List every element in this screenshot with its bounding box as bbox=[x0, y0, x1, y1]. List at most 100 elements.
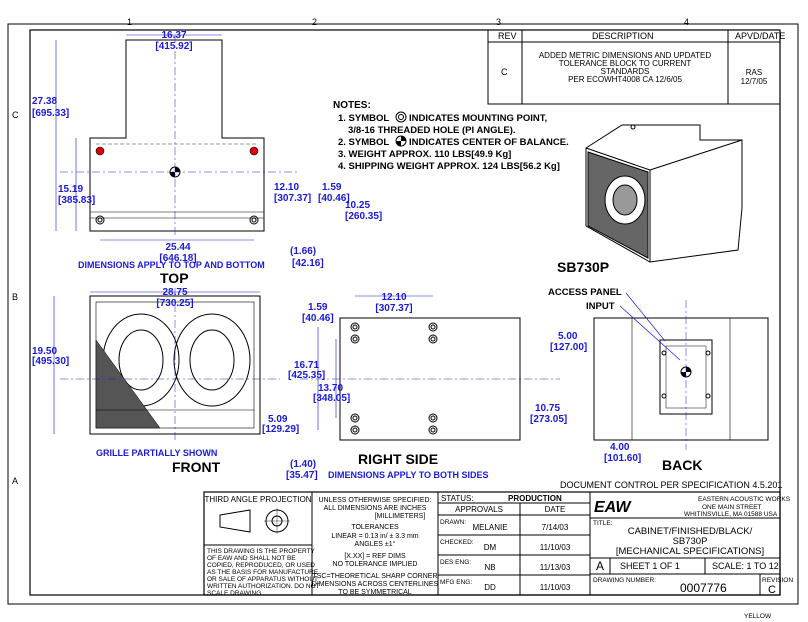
revision-table: REV DESCRIPTION APVD/DATE C ADDED METRIC… bbox=[487, 29, 785, 105]
dim-text: 10.75 bbox=[535, 403, 560, 414]
dim-text: [385.83] bbox=[58, 195, 95, 206]
dim-text: 1.59 bbox=[308, 302, 328, 313]
note-line: 3/8-16 THREADED HOLE (PI ANGLE). bbox=[348, 125, 516, 136]
dim-text: [101.60] bbox=[604, 453, 641, 464]
dim-text: [35.47] bbox=[286, 470, 318, 481]
rev-value: C bbox=[501, 67, 508, 77]
note-line: 1. SYMBOL bbox=[338, 113, 389, 124]
doc-control-note: DOCUMENT CONTROL PER SPECIFICATION 4.5.2… bbox=[560, 480, 782, 490]
dim-text: [415.92] bbox=[155, 41, 192, 52]
drawing-text: DRAWN: bbox=[440, 519, 466, 526]
drawing-text: TSC=THEORETICAL SHARP CORNER bbox=[312, 573, 437, 580]
drawing-text: CHECKED: bbox=[440, 539, 474, 546]
dim-text: 5.00 bbox=[558, 331, 578, 342]
dim-text: 10.25 bbox=[345, 200, 370, 211]
back-view: ACCESS PANEL INPUT 5.00 [127.00] 10.75 [… bbox=[530, 287, 769, 473]
note-line: INDICATES MOUNTING POINT, bbox=[409, 113, 547, 124]
desc-line: ADDED METRIC DIMENSIONS AND UPDATED bbox=[539, 51, 712, 60]
drawing-text: ONE MAIN STREET bbox=[702, 504, 762, 511]
drawing-text: DATE bbox=[545, 505, 566, 514]
dim-text: 5.09 bbox=[268, 414, 288, 425]
note-line: 3. WEIGHT APPROX. 110 LBS[49.9 Kg] bbox=[338, 149, 511, 160]
drawing-text: REVISION bbox=[762, 577, 793, 584]
mount-point-icon bbox=[95, 146, 105, 156]
notes-title: NOTES: bbox=[333, 100, 371, 111]
dim-text: 1.59 bbox=[322, 182, 342, 193]
front-view: 28.75 [730.25] 19.50 [495.30] 5.09 [129.… bbox=[32, 287, 299, 475]
drawing-text: [X.XX] = REF DIMS bbox=[344, 553, 406, 560]
zone-3: 3 bbox=[496, 17, 501, 27]
drawing-text: UNLESS OTHERWISE SPECIFIED: bbox=[318, 497, 431, 504]
dim-text: [273.05] bbox=[530, 414, 567, 425]
mounting-point-icon bbox=[395, 111, 407, 123]
dim-text: [695.33] bbox=[32, 108, 69, 119]
input-callout: INPUT bbox=[586, 301, 615, 312]
dim-text: [425.35] bbox=[288, 370, 325, 381]
drawing-text: DIMENSIONS ACROSS CENTERLINES bbox=[312, 581, 439, 588]
drawing-text: TITLE: bbox=[593, 520, 613, 527]
dim-text: 27.38 bbox=[32, 96, 57, 107]
note-line: 2. SYMBOL bbox=[338, 137, 389, 148]
note-line: 4. SHIPPING WEIGHT APPROX. 124 LBS[56.2 … bbox=[338, 161, 560, 172]
right-side-view: 1.59 [40.46] 12.10 [307.37] 16.71 [425.3… bbox=[286, 292, 560, 481]
dim-text: [42.16] bbox=[292, 258, 324, 269]
dim-text: [129.29] bbox=[262, 424, 299, 435]
drawing-text: LINEAR = 0.13 in/ ± 3.3 mm bbox=[331, 533, 418, 540]
iso-view: SB730P bbox=[557, 124, 743, 275]
status-value: PRODUCTION bbox=[508, 494, 562, 503]
model-title: SB730P bbox=[557, 259, 609, 275]
projection-frustum-icon bbox=[219, 509, 251, 533]
view-title: RIGHT SIDE bbox=[358, 451, 438, 467]
dim-text: [40.46] bbox=[302, 313, 334, 324]
view-title: BACK bbox=[662, 457, 702, 473]
projection-label: THIRD ANGLE PROJECTION bbox=[204, 495, 311, 504]
dim-text: 19.50 bbox=[32, 346, 57, 357]
dim-text: 4.00 bbox=[610, 442, 630, 453]
apvd-line: 12/7/05 bbox=[741, 77, 768, 86]
dim-text: [40.46] bbox=[318, 193, 350, 204]
desc-line: STANDARDS bbox=[601, 67, 650, 76]
rev-header: REV bbox=[498, 31, 517, 41]
drawing-text: SB730P bbox=[673, 536, 708, 547]
drawing-text: WHITINSVILLE, MA 01588 USA bbox=[684, 511, 778, 518]
drawing-text: 7/14/03 bbox=[542, 523, 569, 532]
outer-border bbox=[7, 23, 799, 605]
dim-text: [127.00] bbox=[550, 342, 587, 353]
drawing-text: SCALE DRAWING. bbox=[207, 590, 263, 597]
view-caption: DIMENSIONS APPLY TO BOTH SIDES bbox=[328, 470, 489, 480]
notes-block: NOTES: 1. SYMBOL INDICATES MOUNTING POIN… bbox=[333, 100, 569, 172]
title-block: THIRD ANGLE PROJECTION THIS DRAWING IS T… bbox=[203, 491, 793, 597]
view-title: FRONT bbox=[172, 459, 221, 475]
dim-text: [495.30] bbox=[32, 356, 69, 367]
dim-text: 16.37 bbox=[161, 30, 186, 41]
apvd-line: RAS bbox=[746, 68, 762, 77]
dim-text: (1.40) bbox=[290, 459, 316, 470]
drawing-text: 11/10/03 bbox=[540, 543, 571, 552]
drawing-text: TO BE SYMMETRICAL bbox=[338, 589, 411, 596]
drawing-text: AS THE BASIS FOR MANUFACTURE bbox=[207, 569, 319, 576]
drawing-text: MELANIE bbox=[472, 523, 507, 532]
grille-callout: GRILLE PARTIALLY SHOWN bbox=[96, 448, 217, 458]
footer-label: YELLOW bbox=[744, 613, 772, 620]
drawing-text: DRAWING NUMBER: bbox=[593, 577, 656, 584]
zone-b: B bbox=[12, 292, 18, 302]
drawing-text: NO TOLERANCE IMPLIED bbox=[333, 561, 418, 568]
top-view: 16.37 [415.92] 27.38 [695.33] 15.19 [385… bbox=[32, 30, 382, 286]
drawing-text: [MILLIMETERS] bbox=[375, 513, 426, 520]
zone-1: 1 bbox=[127, 17, 132, 27]
desc-header: DESCRIPTION bbox=[592, 31, 654, 41]
drawing-text: TOLERANCES bbox=[351, 524, 399, 531]
dim-text: [730.25] bbox=[156, 298, 193, 309]
drawing-text: MFG ENG: bbox=[440, 579, 472, 586]
dim-text: [348.05] bbox=[313, 393, 350, 404]
drawing-text: 11/10/03 bbox=[540, 583, 571, 592]
desc-line: PER ECOWHT4008 CA 12/6/05 bbox=[568, 75, 682, 84]
view-title: TOP bbox=[160, 270, 189, 286]
drawing-text: APPROVALS bbox=[455, 505, 503, 514]
status-label: STATUS: bbox=[441, 494, 474, 503]
dim-text: 25.44 bbox=[165, 242, 190, 253]
drawing-text: DES ENG: bbox=[440, 559, 471, 566]
drawing-text: DD bbox=[484, 583, 496, 592]
drawing-text: COPIED, REPRODUCED, OR USED bbox=[207, 562, 315, 569]
